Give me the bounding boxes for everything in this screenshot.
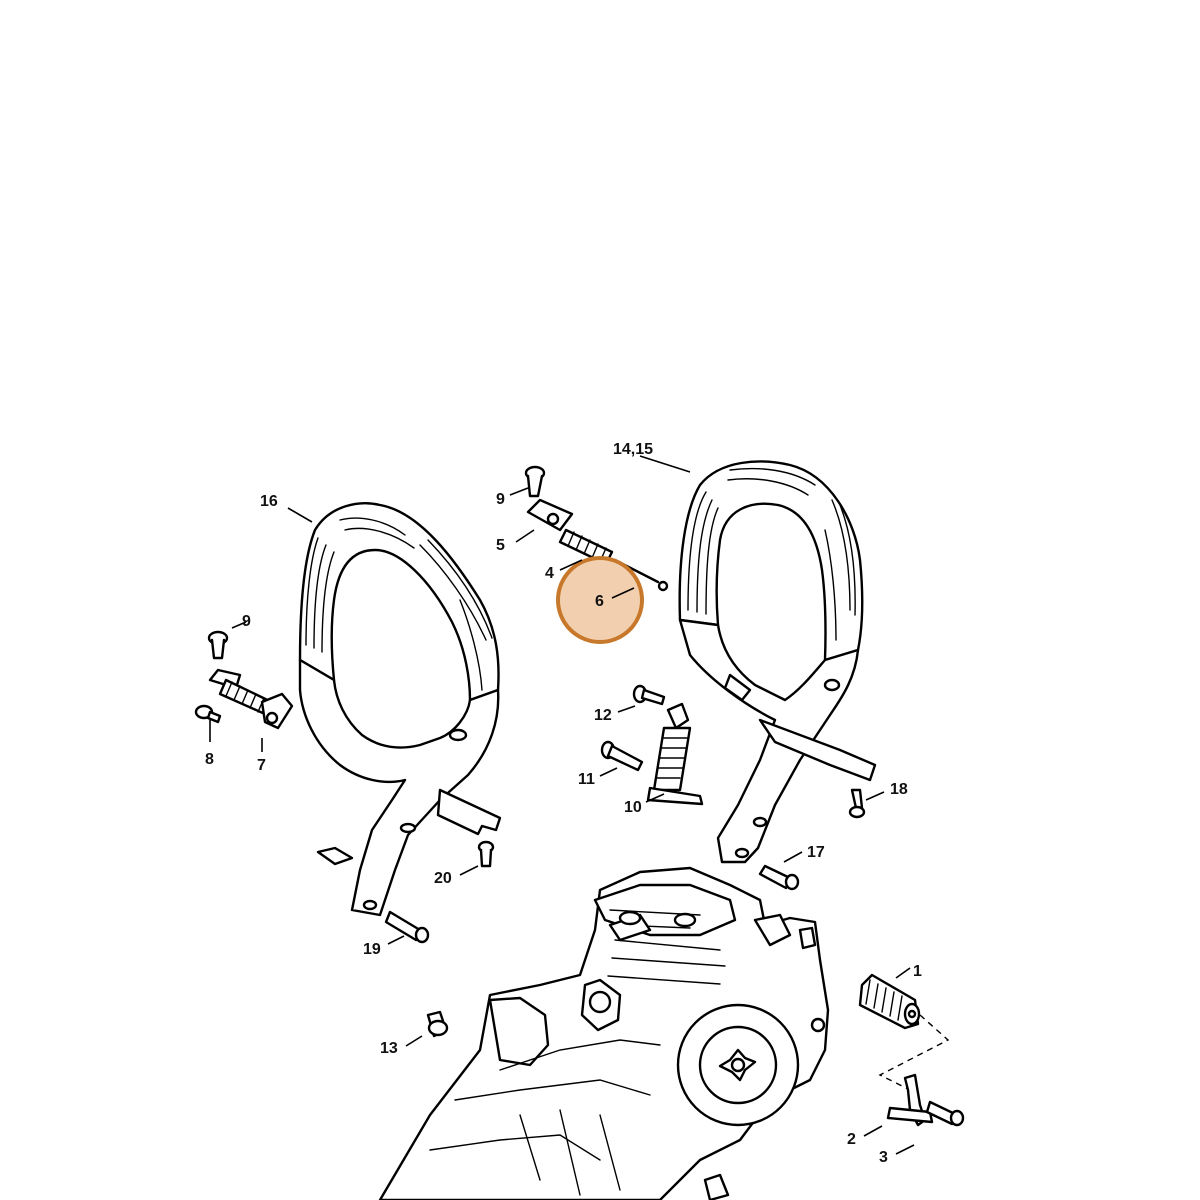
callout-4: 4 xyxy=(545,565,554,582)
callout-10: 10 xyxy=(624,799,642,816)
callout-6: 6 xyxy=(595,593,604,610)
callout-11: 11 xyxy=(578,771,595,788)
callout-12: 12 xyxy=(594,707,612,724)
callout-9-top: 9 xyxy=(496,491,505,508)
callout-20: 20 xyxy=(434,870,452,887)
callout-19: 19 xyxy=(363,941,381,958)
screw-19[interactable] xyxy=(384,910,430,944)
leader-lines xyxy=(209,455,915,1155)
buffer-10[interactable] xyxy=(646,702,704,806)
powerhead-housing xyxy=(378,866,830,1200)
buffer-1[interactable] xyxy=(858,973,921,1030)
highlight-marker xyxy=(556,556,644,644)
screw-17[interactable] xyxy=(758,864,800,891)
screw-12[interactable] xyxy=(632,684,666,706)
callout-13: 13 xyxy=(380,1040,398,1057)
callout-18: 18 xyxy=(890,781,908,798)
stud-8[interactable] xyxy=(194,704,222,724)
callout-14-15: 14,15 xyxy=(613,441,653,458)
buffer-13[interactable] xyxy=(426,1010,449,1038)
callout-8: 8 xyxy=(205,751,214,768)
callout-9-left: 9 xyxy=(242,613,251,630)
callout-17: 17 xyxy=(807,844,825,861)
screw-9-top[interactable] xyxy=(524,465,546,498)
buffer-bracket-5[interactable] xyxy=(526,498,574,532)
callout-1: 1 xyxy=(913,963,922,980)
callout-7: 7 xyxy=(257,757,266,774)
screw-18[interactable] xyxy=(848,788,866,819)
callout-2: 2 xyxy=(847,1131,856,1148)
buffer-left[interactable] xyxy=(208,668,294,730)
handlebar-left[interactable] xyxy=(298,502,502,917)
callout-16: 16 xyxy=(260,493,278,510)
handlebar-right[interactable] xyxy=(678,460,877,864)
bracket-2[interactable] xyxy=(886,1073,934,1127)
screw-20[interactable] xyxy=(477,840,495,868)
screw-9-left[interactable] xyxy=(207,630,229,660)
part-bottom-cut xyxy=(703,1173,730,1200)
callout-5: 5 xyxy=(496,537,505,554)
screw-11[interactable] xyxy=(600,740,644,772)
screw-3[interactable] xyxy=(925,1100,965,1127)
callout-3: 3 xyxy=(879,1149,888,1166)
